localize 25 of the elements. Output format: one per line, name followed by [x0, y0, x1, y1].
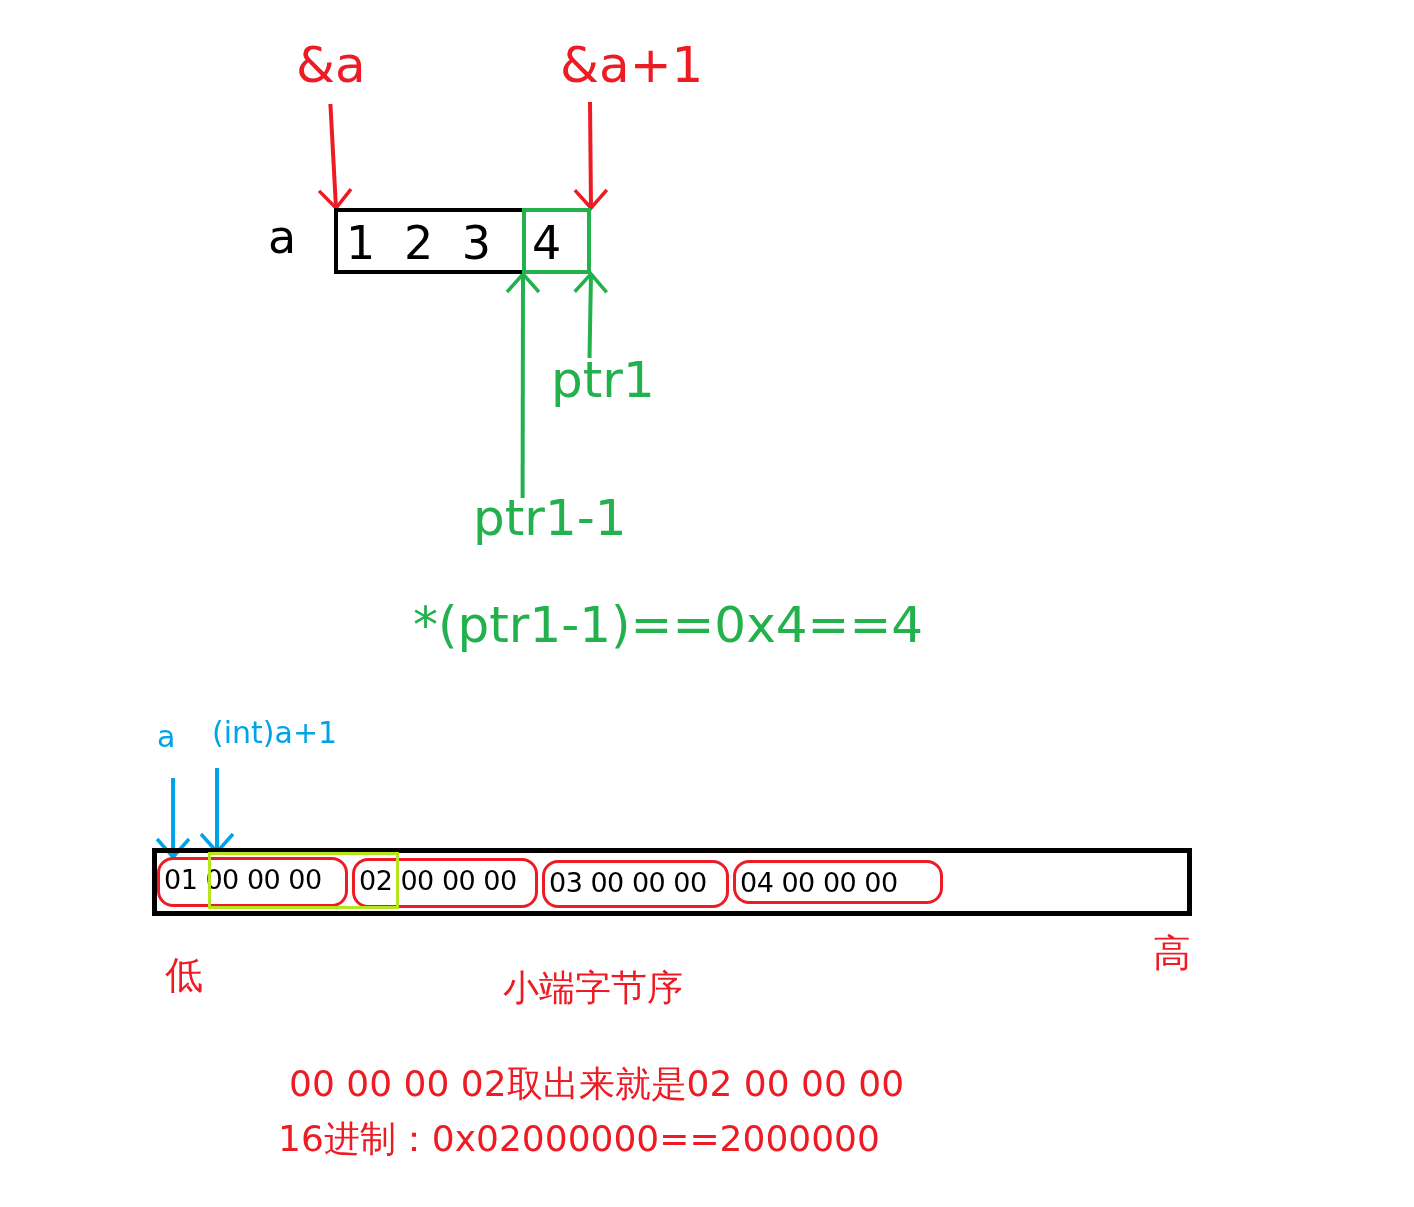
variable-name: a: [268, 214, 297, 260]
pointer-label: (int)a+1: [212, 718, 337, 752]
highlight-box: [208, 852, 399, 909]
pointer-label: ptr1: [551, 355, 661, 411]
axis-note: 高: [1153, 934, 1191, 972]
highlighted-cell: 4: [522, 208, 591, 274]
note: 00 00 00 02取出来就是02 00 00 00: [289, 1066, 905, 1102]
expression: *(ptr1-1)==0x4==4: [413, 600, 924, 650]
pointer-label: a: [157, 722, 181, 754]
axis-note: 低: [165, 956, 203, 994]
byte-group: 03 00 00 00: [542, 860, 729, 908]
arrow: [317, 103, 353, 210]
caption: 小端字节序: [503, 970, 683, 1006]
pointer-label: &a+1: [560, 40, 710, 98]
pointer-label: &a: [296, 40, 376, 98]
note: 16进制：0x02000000==2000000: [278, 1121, 880, 1157]
arrow: [572, 272, 609, 359]
byte-group: 04 00 00 00: [733, 860, 943, 904]
arrow: [573, 101, 609, 210]
pointer-label: ptr1-1: [473, 493, 633, 549]
arrow: [155, 778, 191, 859]
array-values: 1 2 3: [346, 220, 492, 266]
memory-box: [152, 848, 1192, 916]
byte-group: 02 00 00 00: [352, 858, 538, 908]
arrow: [505, 272, 541, 498]
